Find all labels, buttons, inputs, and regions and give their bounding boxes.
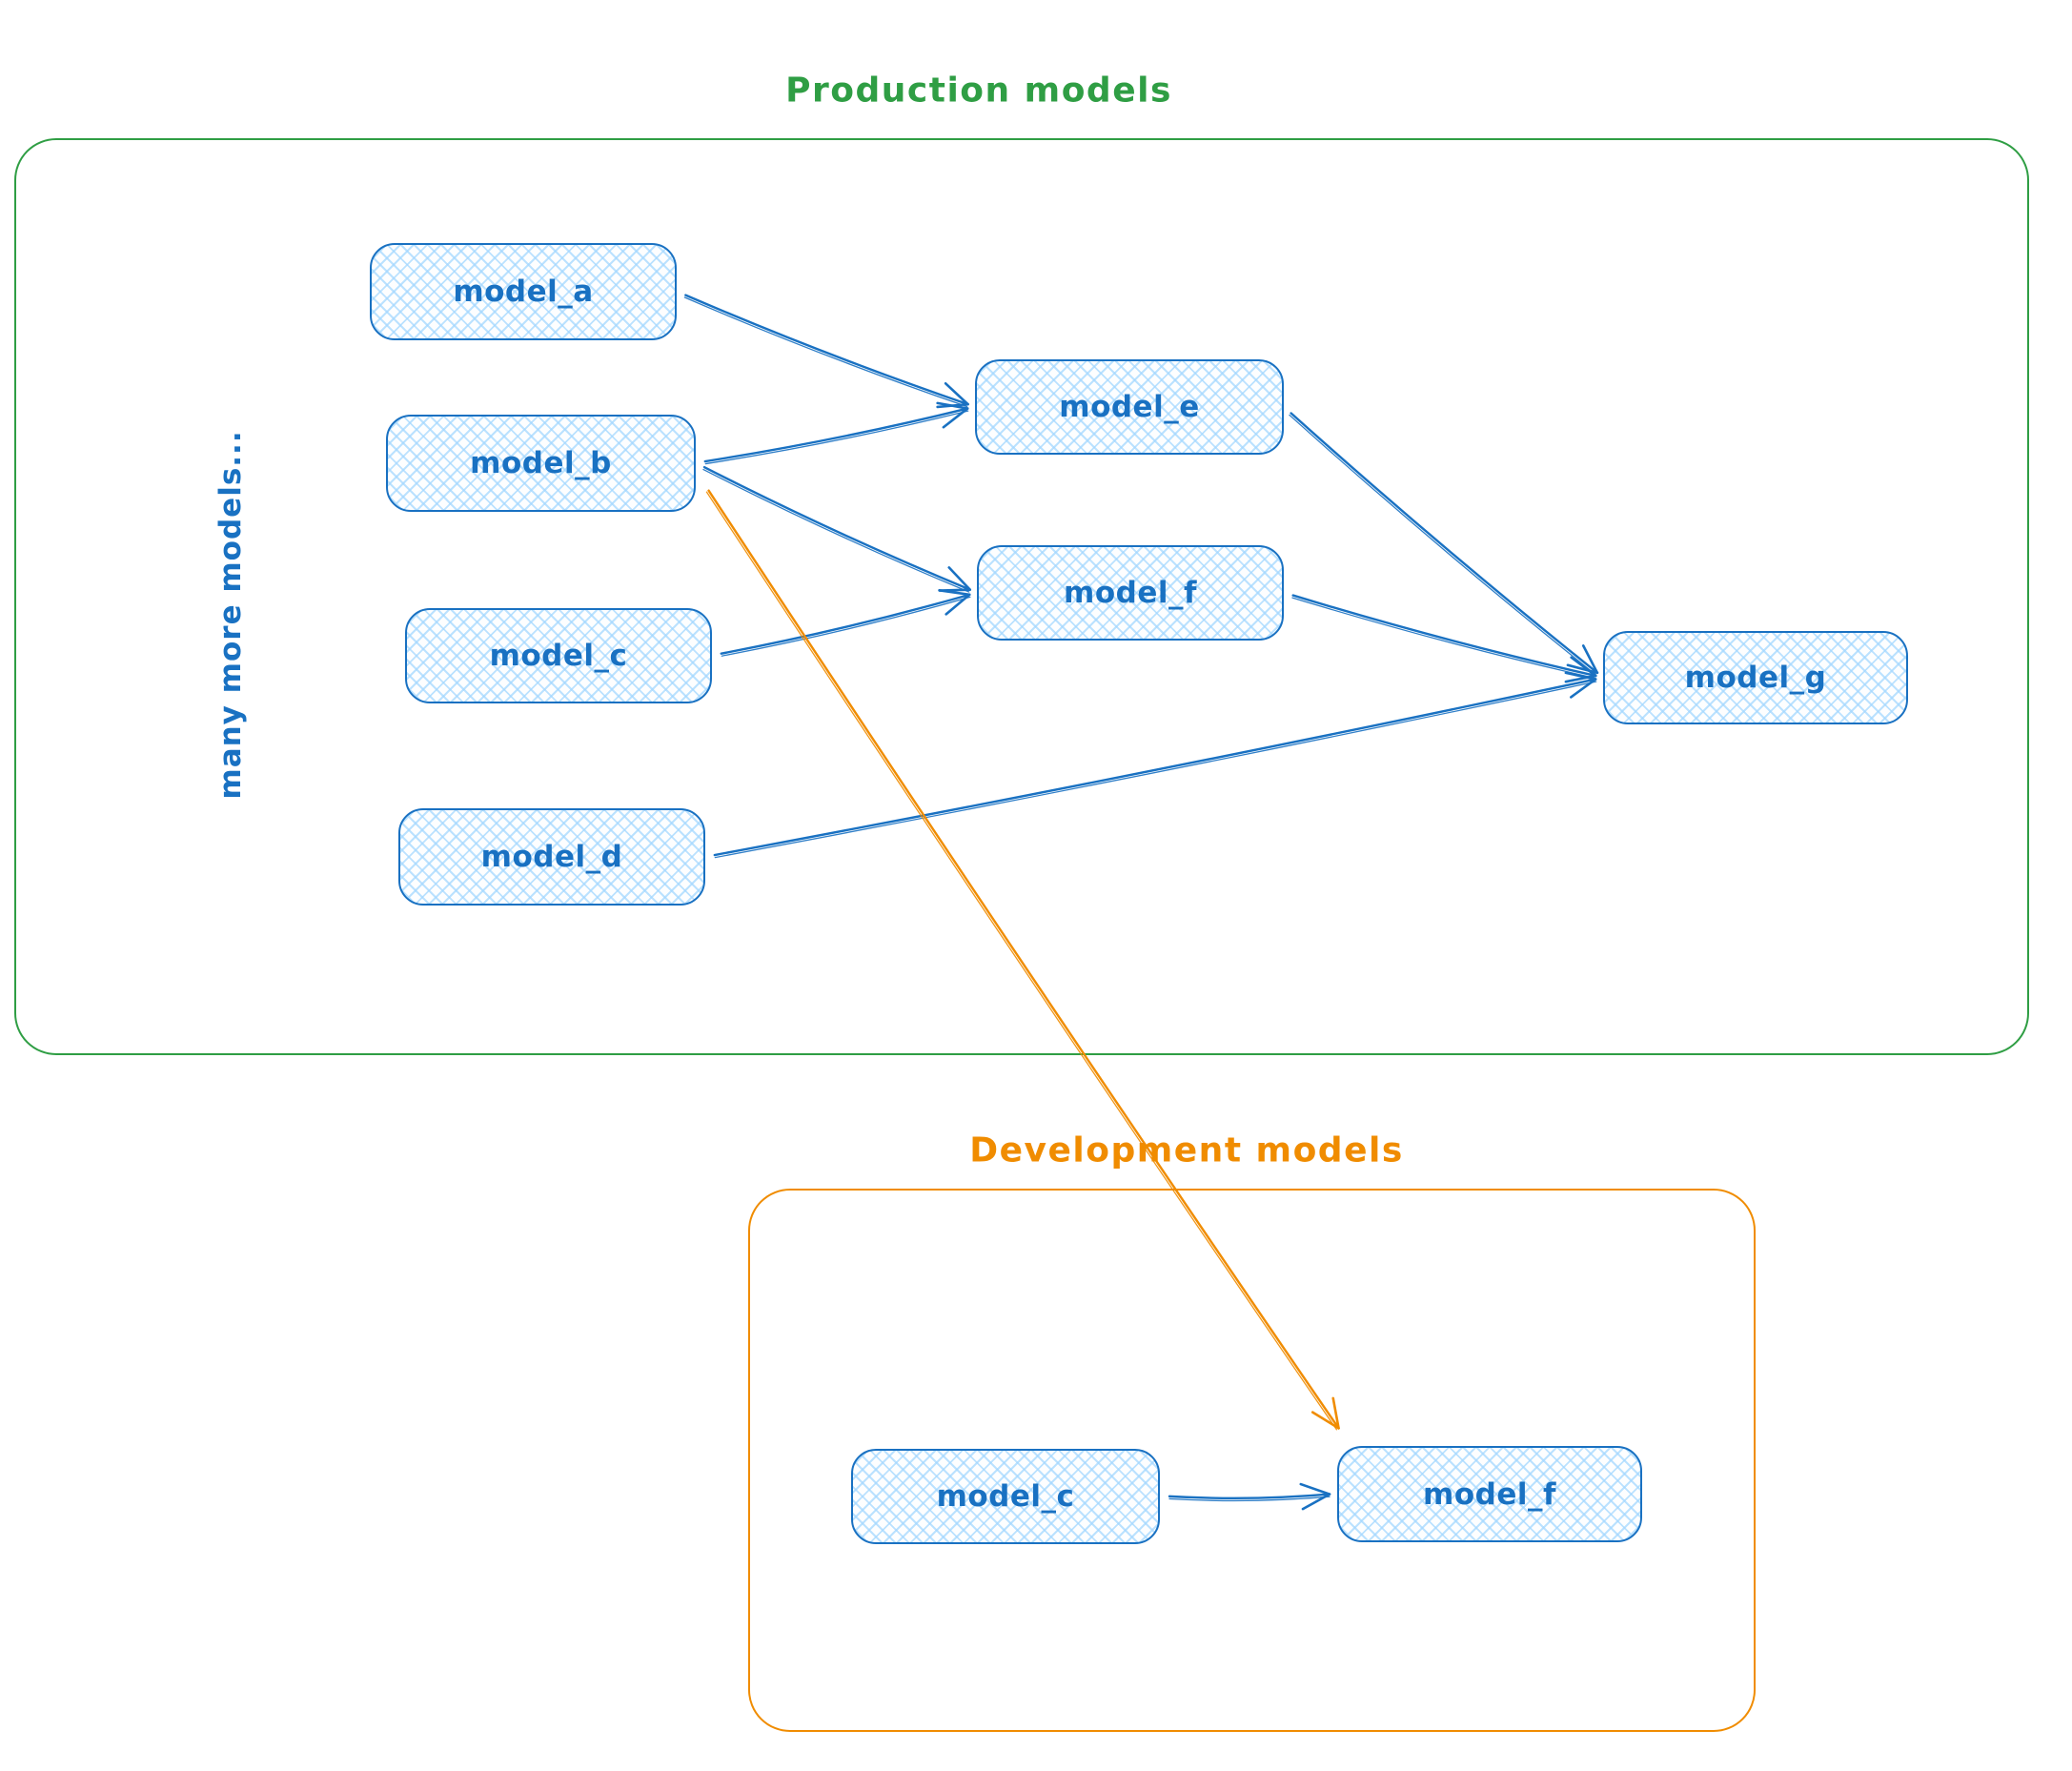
node-model-b: model_b bbox=[386, 415, 696, 512]
node-model-c: model_c bbox=[405, 608, 712, 703]
node-label: model_f bbox=[1064, 576, 1197, 610]
node-label: model_e bbox=[1059, 390, 1200, 424]
node-model-g: model_g bbox=[1603, 631, 1908, 724]
node-label: model_c bbox=[489, 639, 628, 673]
node-model-e: model_e bbox=[975, 359, 1284, 455]
node-label: model_c bbox=[936, 1479, 1075, 1514]
node-label: model_b bbox=[470, 446, 612, 480]
node-model-a: model_a bbox=[370, 243, 677, 340]
node-model-d: model_d bbox=[398, 808, 705, 906]
node-label: model_f bbox=[1423, 1476, 1556, 1512]
node-label: model_a bbox=[453, 275, 594, 309]
node-label: model_g bbox=[1684, 661, 1827, 695]
production-models-title: Production models bbox=[785, 71, 1172, 111]
node-dev-model-f: model_f bbox=[1337, 1446, 1642, 1542]
many-more-models-note: many more models... bbox=[213, 430, 248, 800]
node-dev-model-c: model_c bbox=[851, 1449, 1160, 1544]
development-models-title: Development models bbox=[969, 1130, 1404, 1170]
node-label: model_d bbox=[480, 840, 623, 874]
node-model-f: model_f bbox=[977, 545, 1284, 641]
